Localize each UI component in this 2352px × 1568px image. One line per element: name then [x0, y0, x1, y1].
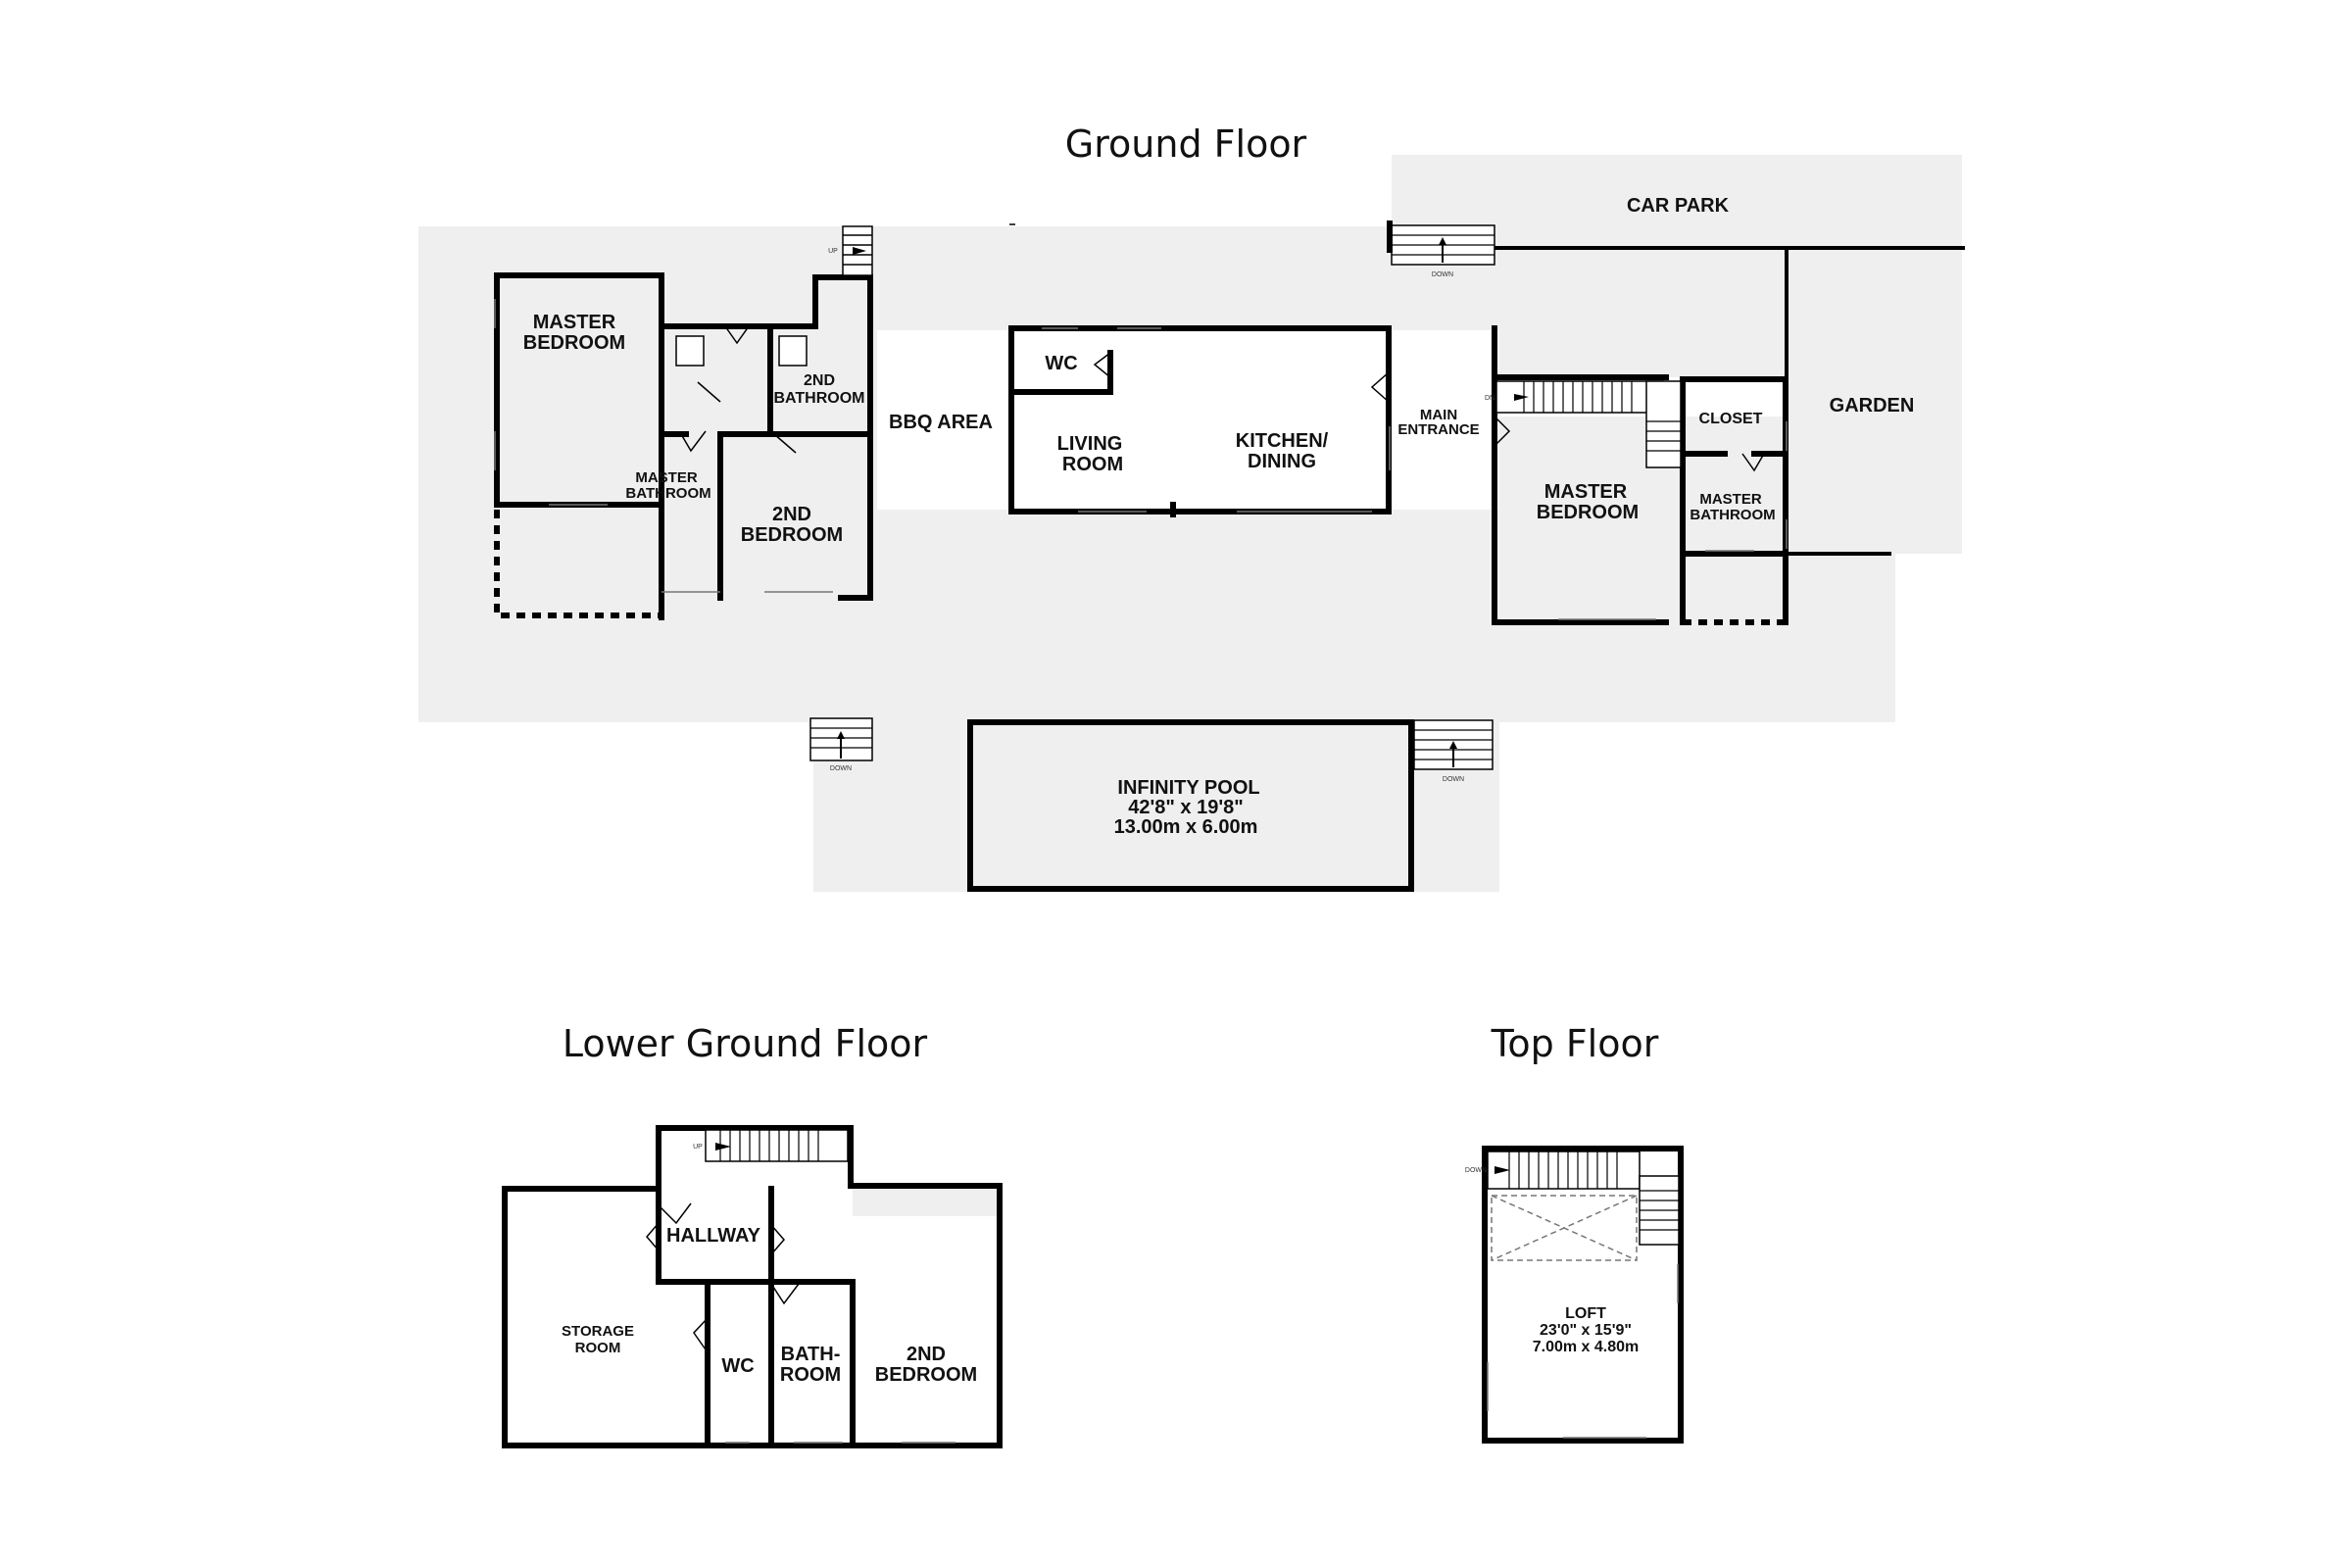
lower-ground-floor-plan: UP HALLWAY STORAGE ROOM WC BATH- ROOM 2N…: [502, 1125, 1003, 1448]
lower-second-bedroom-label-1: 2ND: [906, 1344, 946, 1365]
top-floor-plan: DOWN LOFT 23'0" x 15'9" 7.00m x 4.80m: [1465, 1146, 1684, 1444]
second-bathroom-label-1: 2ND: [804, 372, 835, 389]
second-bedroom-label-2: BEDROOM: [741, 524, 843, 546]
hallway-label: HALLWAY: [666, 1225, 761, 1247]
storage-room-label-1: STORAGE: [562, 1323, 634, 1340]
lower-ground-shaded-area: [853, 1189, 998, 1216]
stair-up-lower-label: UP: [693, 1144, 703, 1151]
infinity-pool-dim-imperial: 42'8" x 19'8": [1128, 797, 1243, 818]
stair-down-top: [1487, 1151, 1641, 1190]
loft-void: [1491, 1195, 1638, 1261]
top-floor-title: Top Floor: [1491, 1022, 1659, 1065]
ground-floor-plan: UP: [418, 155, 1965, 892]
loft-dim-imperial: 23'0" x 15'9": [1540, 1322, 1632, 1339]
infinity-pool: [967, 719, 1414, 892]
storage-room-label-2: ROOM: [575, 1340, 621, 1356]
kitchen-dining-label-1: KITCHEN/: [1236, 430, 1329, 452]
master-bedroom-left-label-1: MASTER: [533, 312, 616, 333]
stair-up-label: UP: [828, 248, 838, 255]
master-bathroom-right-label-2: BATHROOM: [1690, 507, 1775, 523]
master-bathroom-left-label-2: BATHROOM: [625, 485, 710, 502]
wc-label: WC: [1045, 353, 1077, 374]
loft-dim-metric: 7.00m x 4.80m: [1533, 1339, 1640, 1355]
stair-up-lower-ground: [705, 1129, 849, 1162]
stair-down-pool-label: DOWN: [1443, 776, 1464, 783]
infinity-pool-label: INFINITY POOL: [1117, 777, 1259, 799]
master-bathroom-left-label-1: MASTER: [635, 469, 698, 486]
lower-ground-floor-title: Lower Ground Floor: [563, 1022, 928, 1065]
closet-label: CLOSET: [1699, 411, 1763, 427]
stair-down-top-label: DOWN: [1465, 1167, 1487, 1174]
ground-floor-title: Ground Floor: [1065, 122, 1307, 166]
master-bedroom-left-label-2: BEDROOM: [523, 332, 625, 354]
stair-down-left-label: DOWN: [830, 765, 852, 772]
stair-dn-label: DN: [1485, 395, 1494, 402]
lower-wc-label: WC: [721, 1355, 754, 1377]
garden-label: GARDEN: [1830, 395, 1915, 416]
living-room-label-1: LIVING: [1057, 433, 1123, 455]
bbq-area-label: BBQ AREA: [889, 412, 993, 433]
living-room-label-2: ROOM: [1062, 454, 1123, 475]
pool-deck-area: [813, 720, 1499, 892]
main-entrance-label-1: MAIN: [1420, 407, 1457, 423]
infinity-pool-dim-metric: 13.00m x 6.00m: [1114, 816, 1258, 838]
bathroom-label-1: BATH-: [781, 1344, 841, 1365]
loft-label: LOFT: [1565, 1305, 1606, 1322]
car-park-label: CAR PARK: [1627, 195, 1730, 217]
second-bathroom-label-2: BATHROOM: [773, 390, 864, 407]
master-bathroom-right-label-1: MASTER: [1699, 491, 1762, 508]
master-bedroom-right-label-2: BEDROOM: [1537, 502, 1639, 523]
bathroom-label-2: ROOM: [780, 1364, 841, 1386]
stair-down-carpark-label: DOWN: [1432, 271, 1453, 278]
lower-second-bedroom-label-2: BEDROOM: [875, 1364, 977, 1386]
kitchen-dining-label-2: DINING: [1248, 451, 1316, 472]
master-bedroom-right-label-1: MASTER: [1544, 481, 1628, 503]
main-entrance-label-2: ENTRANCE: [1397, 421, 1479, 438]
second-bedroom-label-1: 2ND: [772, 504, 811, 525]
